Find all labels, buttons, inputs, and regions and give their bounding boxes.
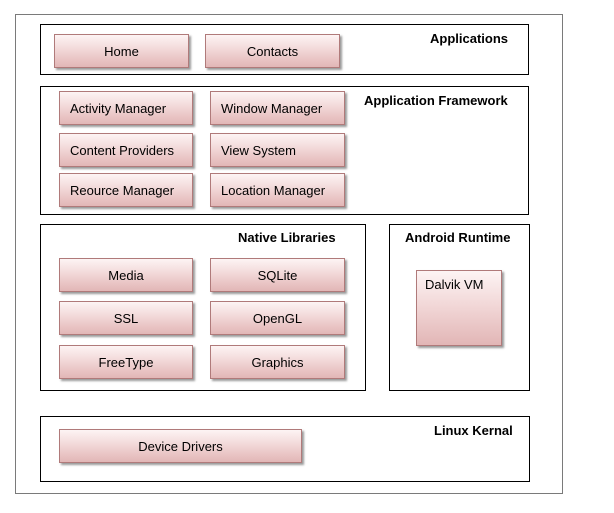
window-manager-box: Window Manager: [210, 91, 345, 125]
native-libraries-layer-title: Native Libraries: [238, 230, 336, 245]
device-drivers-box: Device Drivers: [59, 429, 302, 463]
applications-layer-title: Applications: [430, 31, 509, 46]
android-runtime-layer-title: Android Runtime: [405, 230, 511, 245]
location-manager-box: Location Manager: [210, 173, 345, 207]
media-box: Media: [59, 258, 193, 292]
freetype-box: FreeType: [59, 345, 193, 379]
dalvik-vm-box: Dalvik VM: [416, 270, 502, 346]
sqlite-box: SQLite: [210, 258, 345, 292]
diagram-frame: [15, 14, 563, 494]
linux-kernel-layer-title: Linux Kernal: [434, 423, 513, 438]
activity-manager-box: Activity Manager: [59, 91, 193, 125]
ssl-box: SSL: [59, 301, 193, 335]
graphics-box: Graphics: [210, 345, 345, 379]
resource-manager-box: Reource Manager: [59, 173, 193, 207]
view-system-box: View System: [210, 133, 345, 167]
framework-layer-title: Application Framework: [364, 93, 508, 108]
content-providers-box: Content Providers: [59, 133, 193, 167]
contacts-box: Contacts: [205, 34, 340, 68]
home-box: Home: [54, 34, 189, 68]
opengl-box: OpenGL: [210, 301, 345, 335]
